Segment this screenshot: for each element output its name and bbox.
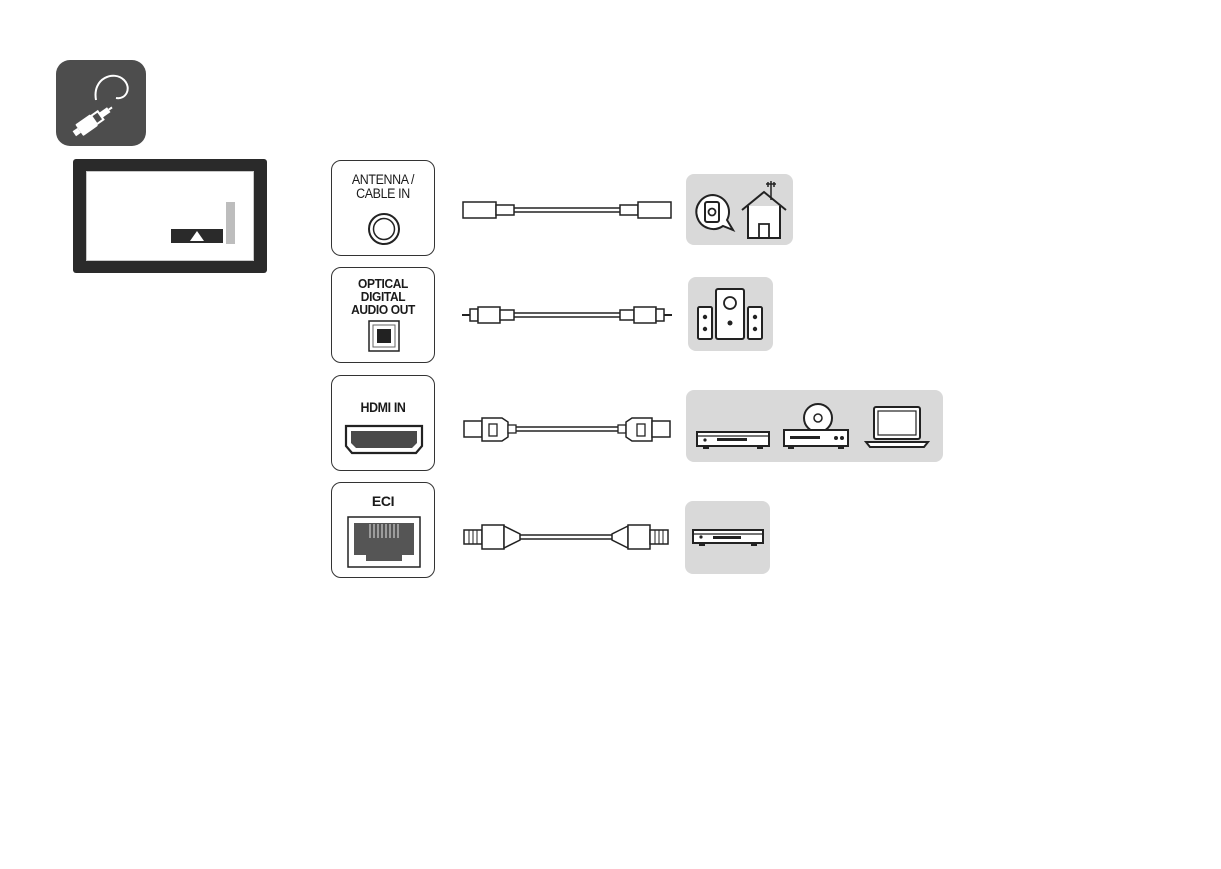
rj45-socket-icon (332, 483, 436, 579)
antenna-cable-in-port: ANTENNA / CABLE IN (331, 160, 435, 256)
house-with-antenna-icon (738, 180, 790, 240)
hdmi-socket-icon (332, 376, 436, 472)
pointer-arrow-icon (190, 231, 204, 241)
hdmi-devices-box (686, 390, 943, 462)
dvd-player-icon (782, 402, 850, 452)
blu-ray-player-icon (695, 428, 771, 452)
coax-socket-icon (332, 161, 436, 257)
connection-badge (56, 60, 146, 146)
optical-socket-icon (332, 268, 436, 364)
antenna-source-box (686, 174, 793, 245)
hdmi-cable (460, 410, 675, 450)
laptop-icon (864, 404, 930, 450)
side-port-strip (226, 202, 235, 244)
coaxial-cable (460, 190, 675, 230)
audio-device-box (688, 277, 773, 351)
eci-device-box (685, 501, 770, 574)
hdmi-in-port: HDMI IN (331, 375, 435, 471)
optical-audio-out-port: OPTICAL DIGITAL AUDIO OUT (331, 267, 435, 363)
eci-port: ECI (331, 482, 435, 578)
rca-cable-icon (56, 60, 146, 146)
eci-cable (460, 518, 675, 558)
speaker-system-icon (696, 285, 766, 343)
antenna-wall-outlet-icon (693, 192, 737, 236)
tv-panel-inner (86, 171, 254, 261)
optical-cable (460, 300, 675, 330)
set-top-box-icon (691, 525, 765, 549)
